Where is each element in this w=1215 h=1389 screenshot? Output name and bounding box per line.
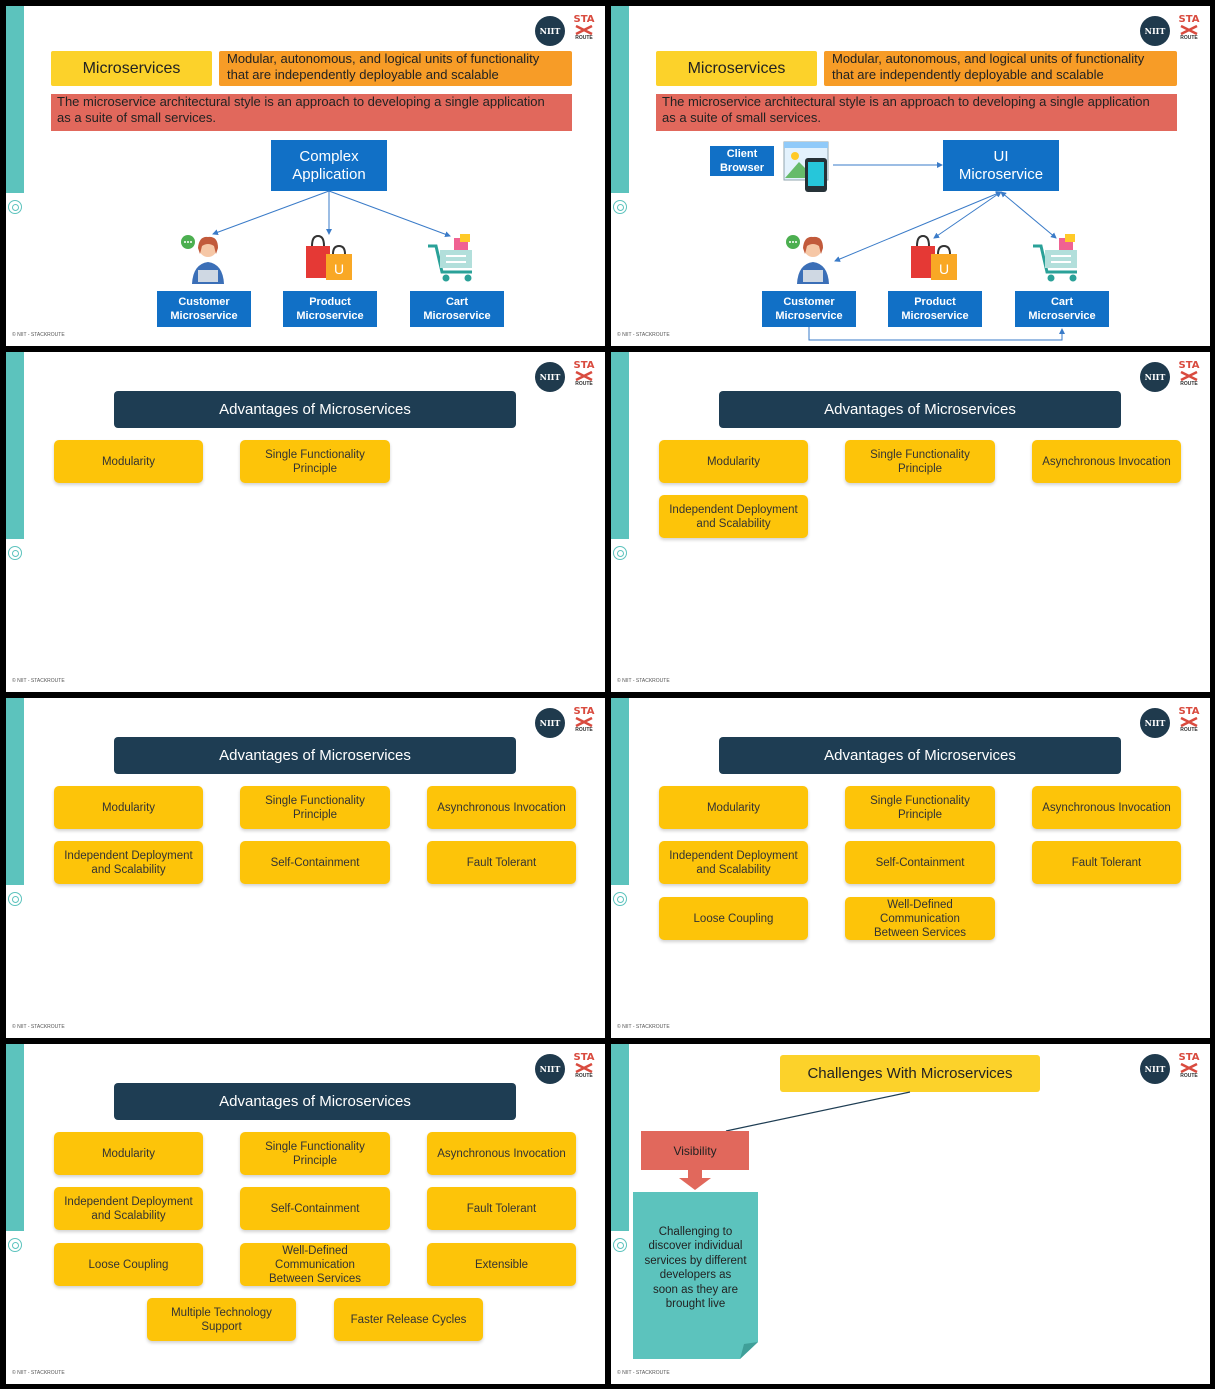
pill-modularity: Modularity xyxy=(54,440,203,483)
pill-self-containment: Self-Containment xyxy=(240,841,390,884)
cart-microservice-box: Cart Microservice xyxy=(410,291,504,327)
svg-text:U: U xyxy=(334,261,344,277)
slide-4: NIIT STA ROUTE Advantages of Microservic… xyxy=(611,352,1210,692)
advantages-heading: Advantages of Microservices xyxy=(114,737,516,774)
ring-icon xyxy=(8,892,22,906)
advantages-heading: Advantages of Microservices xyxy=(719,391,1121,428)
teal-accent-bar xyxy=(611,698,629,885)
footer-copyright: © NIIT - STACKROUTE xyxy=(617,678,670,684)
niit-logo: NIIT xyxy=(535,708,565,738)
teal-accent-bar xyxy=(6,352,24,539)
niit-logo: NIIT xyxy=(535,1054,565,1084)
pill-asynchronous-invocation: Asynchronous Invocation xyxy=(1032,786,1181,829)
customer-support-icon xyxy=(783,232,835,284)
niit-logo: NIIT xyxy=(535,362,565,392)
pill-asynchronous-invocation: Asynchronous Invocation xyxy=(427,786,576,829)
sticky-note-shape xyxy=(611,1044,1210,1384)
ring-icon xyxy=(8,1238,22,1252)
svg-text:U: U xyxy=(939,261,949,277)
pill-loose-coupling: Loose Coupling xyxy=(54,1243,203,1286)
teal-accent-bar xyxy=(611,352,629,539)
pill-modularity: Modularity xyxy=(659,786,808,829)
niit-logo: NIIT xyxy=(1140,708,1170,738)
pill-fault-tolerant: Fault Tolerant xyxy=(427,1187,576,1230)
product-microservice-box: Product Microservice xyxy=(283,291,377,327)
slide-6: NIIT STA ROUTE Advantages of Microservic… xyxy=(611,698,1210,1038)
product-microservice-box: Product Microservice xyxy=(888,291,982,327)
advantages-heading: Advantages of Microservices xyxy=(719,737,1121,774)
footer-copyright: © NIIT - STACKROUTE xyxy=(617,1024,670,1030)
pill-asynchronous-invocation: Asynchronous Invocation xyxy=(1032,440,1181,483)
niit-logo: NIIT xyxy=(1140,362,1170,392)
challenge-note-text: Challenging to discover individual servi… xyxy=(637,1220,754,1316)
footer-copyright: © NIIT - STACKROUTE xyxy=(12,1370,65,1376)
shopping-cart-icon xyxy=(1031,232,1085,284)
stackroute-x-icon xyxy=(1180,371,1198,381)
stackroute-x-icon xyxy=(575,717,593,727)
pill-self-containment: Self-Containment xyxy=(240,1187,390,1230)
advantages-heading: Advantages of Microservices xyxy=(114,391,516,428)
shopping-bags-icon: U xyxy=(909,232,961,284)
pill-modularity: Modularity xyxy=(659,440,808,483)
shopping-bags-icon: U xyxy=(304,232,356,284)
shopping-cart-icon xyxy=(426,232,480,284)
slide-2: NIIT STA ROUTE Microservices Modular, au… xyxy=(611,6,1210,346)
pill-extensible: Extensible xyxy=(427,1243,576,1286)
customer-support-icon xyxy=(178,232,230,284)
ring-icon xyxy=(8,546,22,560)
stackroute-logo: STA ROUTE xyxy=(1178,706,1200,742)
footer-copyright: © NIIT - STACKROUTE xyxy=(12,332,65,338)
customer-microservice-box: Customer Microservice xyxy=(762,291,856,327)
footer-copyright: © NIIT - STACKROUTE xyxy=(617,332,670,338)
stackroute-logo: STA ROUTE xyxy=(573,1052,595,1088)
slide-8: NIIT STA ROUTE Challenges With Microserv… xyxy=(611,1044,1210,1384)
pill-fault-tolerant: Fault Tolerant xyxy=(1032,841,1181,884)
ring-icon xyxy=(613,546,627,560)
customer-microservice-box: Customer Microservice xyxy=(157,291,251,327)
pill-asynchronous-invocation: Asynchronous Invocation xyxy=(427,1132,576,1175)
footer-copyright: © NIIT - STACKROUTE xyxy=(12,678,65,684)
advantages-heading: Advantages of Microservices xyxy=(114,1083,516,1120)
teal-accent-bar xyxy=(6,698,24,885)
slide-7: NIIT STA ROUTE Advantages of Microservic… xyxy=(6,1044,605,1384)
stackroute-logo: STA ROUTE xyxy=(573,706,595,742)
pill-modularity: Modularity xyxy=(54,786,203,829)
stackroute-x-icon xyxy=(575,1063,593,1073)
footer-copyright: © NIIT - STACKROUTE xyxy=(617,1370,670,1376)
footer-copyright: © NIIT - STACKROUTE xyxy=(12,1024,65,1030)
pill-faster-release-cycles: Faster Release Cycles xyxy=(334,1298,483,1341)
ring-icon xyxy=(613,892,627,906)
pill-fault-tolerant: Fault Tolerant xyxy=(427,841,576,884)
stackroute-x-icon xyxy=(575,371,593,381)
stackroute-logo: STA ROUTE xyxy=(1178,360,1200,396)
pill-independent-deployment: Independent Deploymentand Scalability xyxy=(659,841,808,884)
stackroute-logo: STA ROUTE xyxy=(573,360,595,396)
pill-loose-coupling: Loose Coupling xyxy=(659,897,808,940)
stackroute-x-icon xyxy=(1180,717,1198,727)
slide-3: NIIT STA ROUTE Advantages of Microservic… xyxy=(6,352,605,692)
teal-accent-bar xyxy=(6,1044,24,1231)
slide-1: NIIT STA ROUTE Microservices Modular, au… xyxy=(6,6,605,346)
pill-self-containment: Self-Containment xyxy=(845,841,995,884)
slide-5: NIIT STA ROUTE Advantages of Microservic… xyxy=(6,698,605,1038)
pill-modularity: Modularity xyxy=(54,1132,203,1175)
cart-microservice-box: Cart Microservice xyxy=(1015,291,1109,327)
